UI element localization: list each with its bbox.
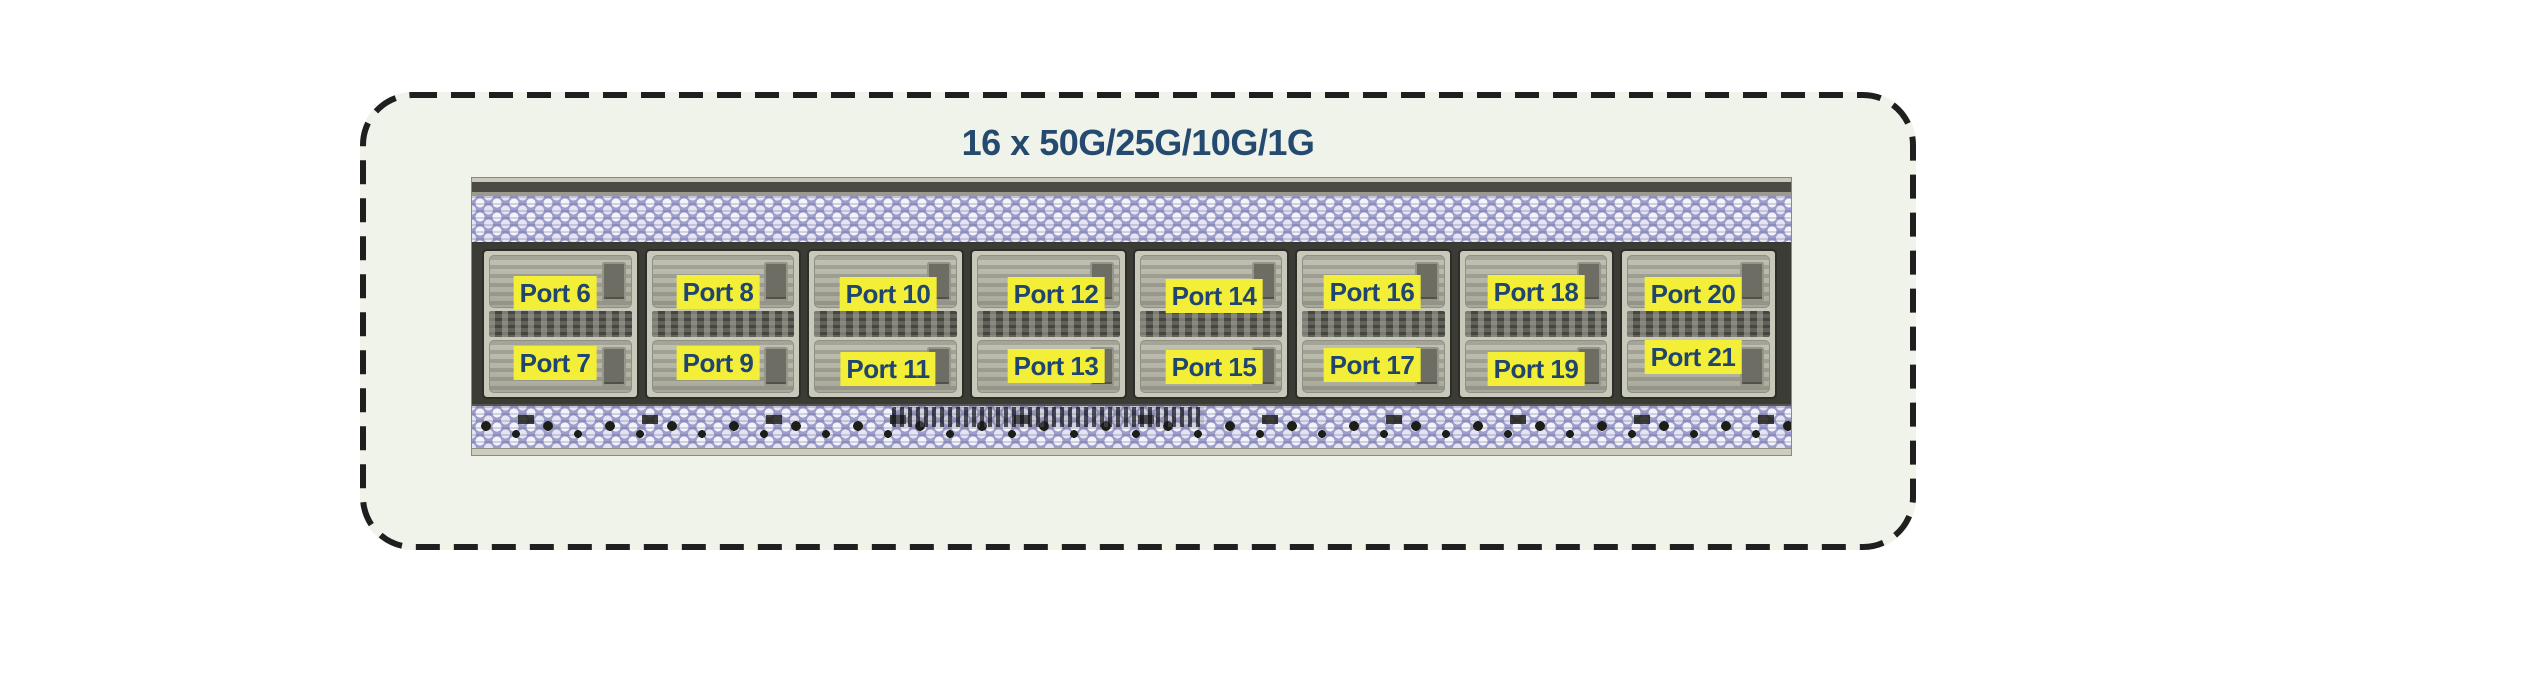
port-slot	[814, 254, 957, 308]
port-cage-block	[1457, 248, 1615, 400]
port-cage-block	[1132, 248, 1290, 400]
latch-detail	[1414, 346, 1439, 387]
vent-grille-bottom	[472, 404, 1791, 449]
port-cage-block	[644, 248, 802, 400]
port-cage-row	[472, 243, 1791, 405]
port-cage-block	[969, 248, 1127, 400]
latch-detail	[1740, 261, 1764, 301]
cage-divider	[489, 310, 632, 337]
port-slot	[1302, 254, 1445, 308]
cage-divider	[1139, 310, 1283, 337]
faceplate-bottom-edge	[472, 448, 1791, 455]
port-cage-block	[482, 248, 639, 400]
latch-detail	[601, 261, 626, 301]
port-slot	[489, 339, 632, 394]
latch-detail	[601, 346, 626, 387]
port-slot	[1139, 254, 1283, 308]
latch-detail	[764, 346, 789, 387]
latch-detail	[1577, 261, 1602, 301]
latch-detail	[1089, 261, 1114, 301]
latch-detail	[764, 261, 789, 301]
port-cage-block	[1620, 248, 1777, 400]
port-slot	[651, 339, 795, 394]
port-slot	[1627, 339, 1770, 394]
latch-detail	[926, 261, 951, 301]
port-slot	[1627, 254, 1770, 308]
port-slot	[1139, 339, 1283, 394]
port-slot	[489, 254, 632, 308]
port-slot	[651, 254, 795, 308]
port-slot	[976, 339, 1120, 394]
port-cage-block	[807, 248, 964, 400]
faceplate-top-edge	[472, 178, 1791, 182]
port-slot	[1302, 339, 1445, 394]
latch-detail	[1740, 346, 1764, 387]
port-cage-block	[1295, 248, 1452, 400]
faceplate-top-line	[472, 191, 1791, 196]
port-slot	[1464, 339, 1608, 394]
vent-grille-top	[472, 195, 1791, 244]
serial-label-smudge	[892, 407, 1204, 428]
latch-detail	[1577, 346, 1602, 387]
cage-divider	[1302, 310, 1445, 337]
cage-divider	[1627, 310, 1770, 337]
port-slot	[814, 339, 957, 394]
cage-divider	[1464, 310, 1608, 337]
latch-detail	[926, 346, 951, 387]
cage-divider	[651, 310, 795, 337]
latch-detail	[1252, 261, 1277, 301]
port-slot	[976, 254, 1120, 308]
latch-detail	[1414, 261, 1439, 301]
port-group-title: 16 x 50G/25G/10G/1G	[961, 122, 1315, 163]
cage-divider	[814, 310, 957, 337]
cage-divider	[976, 310, 1120, 337]
faceplate-top-strip	[472, 181, 1791, 192]
latch-detail	[1089, 346, 1114, 387]
latch-detail	[1252, 346, 1277, 387]
port-slot	[1464, 254, 1608, 308]
